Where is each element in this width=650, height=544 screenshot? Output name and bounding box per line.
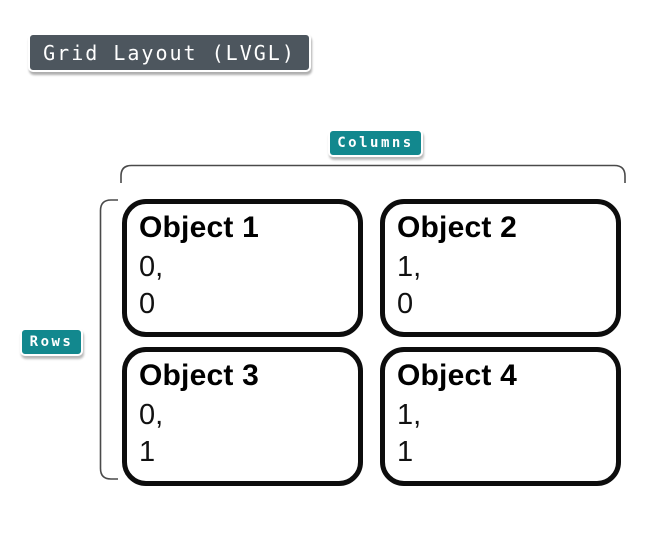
title-badge-label: Grid Layout (LVGL) <box>43 40 296 65</box>
columns-badge-label: Columns <box>337 135 414 151</box>
object-2-name: Object 2 <box>397 211 517 244</box>
object-1-name: Object 1 <box>139 211 259 244</box>
rows-badge: Rows <box>20 328 83 356</box>
grid-cell-object-2: Object 2 1, 0 <box>380 199 621 337</box>
object-3-name: Object 3 <box>139 359 259 392</box>
object-4-column-value: 1, <box>397 399 422 431</box>
object-1-column-value: 0, <box>139 251 164 283</box>
object-2-row-value: 0 <box>397 288 414 320</box>
object-1-row-value: 0 <box>139 288 156 320</box>
grid-cell-object-1: Object 1 0, 0 <box>122 199 363 337</box>
rows-bracket-icon <box>99 199 118 480</box>
columns-bracket-icon <box>120 164 626 183</box>
rows-badge-label: Rows <box>29 334 74 350</box>
title-badge: Grid Layout (LVGL) <box>28 33 311 72</box>
object-2-column-value: 1, <box>397 251 422 283</box>
object-3-row-value: 1 <box>139 436 156 468</box>
object-4-row-value: 1 <box>397 436 414 468</box>
object-4-name: Object 4 <box>397 359 517 392</box>
grid-cell-object-3: Object 3 0, 1 <box>122 347 363 486</box>
object-3-column-value: 0, <box>139 399 164 431</box>
columns-badge: Columns <box>328 129 423 157</box>
grid-cell-object-4: Object 4 1, 1 <box>380 347 621 486</box>
